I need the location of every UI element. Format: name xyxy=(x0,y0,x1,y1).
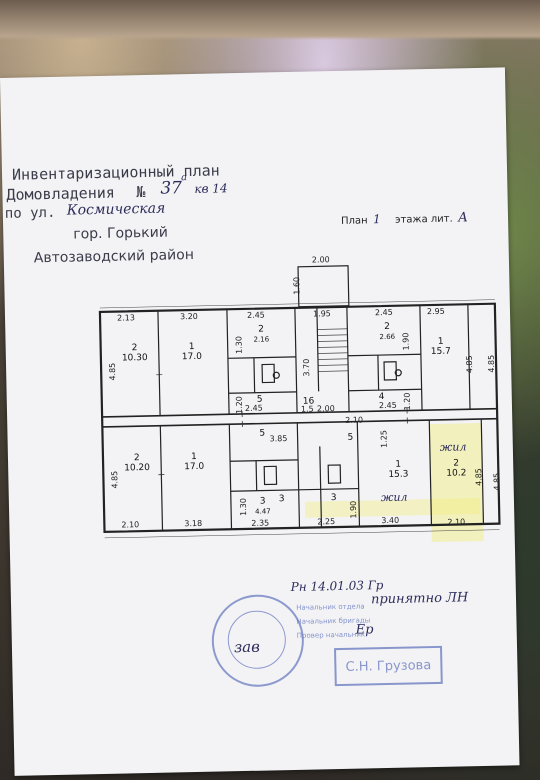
dim-4-85-right-top-a: 4.85 xyxy=(464,355,475,374)
dim-1-20-a: 1.20 xyxy=(234,396,244,415)
dim-2-95: 2.95 xyxy=(426,306,445,317)
dim-2-10-bl: 2.10 xyxy=(121,520,140,530)
date-note: Рн 14.01.03 Гр xyxy=(290,578,384,595)
stamp-line: Начальник бригады xyxy=(296,616,371,626)
stamp-line: Провер начальник xyxy=(296,630,366,640)
dim-2-35: 2.35 xyxy=(251,518,270,528)
dim-3-85: 3.85 xyxy=(269,434,288,444)
dim-4-85-right-bot-a: 4.85 xyxy=(474,468,484,487)
room-type-label: жил xyxy=(380,490,408,505)
name-stamp: С.Н. Грузова xyxy=(334,645,443,687)
dim-1-20-b: 1.20 xyxy=(402,392,412,411)
dim-2-25: 2.25 xyxy=(317,517,336,527)
dim-4-85-right-bot-b: 4.85 xyxy=(492,472,502,491)
dim-1-90: 1.90 xyxy=(401,332,411,351)
highlight-right-room xyxy=(429,422,484,543)
room-type-label: жил xyxy=(439,440,467,454)
room-label: 3 xyxy=(330,493,337,504)
dim-4-85-right-top-b: 4.85 xyxy=(486,354,497,373)
dim-1-90-b: 1.90 xyxy=(348,500,359,519)
dim-1-95: 1.95 xyxy=(312,309,331,319)
room-label: 5 xyxy=(259,428,266,439)
dim-1-30-b: 1.30 xyxy=(238,497,249,516)
room-label: 16 xyxy=(302,396,315,407)
stamp-line: Начальник отдела xyxy=(296,602,365,612)
room-label: 5 xyxy=(256,394,263,405)
dim-4-85-left-bot: 4.85 xyxy=(110,470,120,489)
dim-2-13: 2.13 xyxy=(116,313,135,323)
dim-top-stair-width: 2.00 xyxy=(311,255,330,265)
dim-3-70: 3.70 xyxy=(301,358,312,377)
dim-2-45-a: 2.45 xyxy=(246,310,265,320)
dim-2-00: 2.00 xyxy=(316,404,335,414)
dim-2-45-d: 2.45 xyxy=(378,400,397,411)
dim-1-25: 1.25 xyxy=(379,430,389,449)
document-sheet: Инвентаризационный план Домовладения № 3… xyxy=(0,67,520,776)
dim-2-45-b: 2.45 xyxy=(374,307,393,318)
dim-4-85-left-top: 4.85 xyxy=(107,362,118,381)
dim-3-40: 3.40 xyxy=(381,515,400,526)
room-label: 4 xyxy=(378,392,385,403)
background-top xyxy=(0,0,540,40)
dim-3-18: 3.18 xyxy=(184,518,203,529)
dim-1-30: 1.30 xyxy=(234,336,244,355)
dim-3-20: 3.20 xyxy=(179,311,198,322)
dim-2-10-mid: 2.10 xyxy=(345,415,364,425)
dim-2-45-c: 2.45 xyxy=(244,403,263,413)
dim-top-stair-depth: 1.60 xyxy=(292,276,302,295)
room-label: 5 xyxy=(347,432,354,443)
highlight-strip xyxy=(304,498,481,518)
dim-2-10-br: 2.10 xyxy=(447,517,466,527)
floor-plan xyxy=(98,265,501,543)
room-label: 3 xyxy=(278,494,285,505)
